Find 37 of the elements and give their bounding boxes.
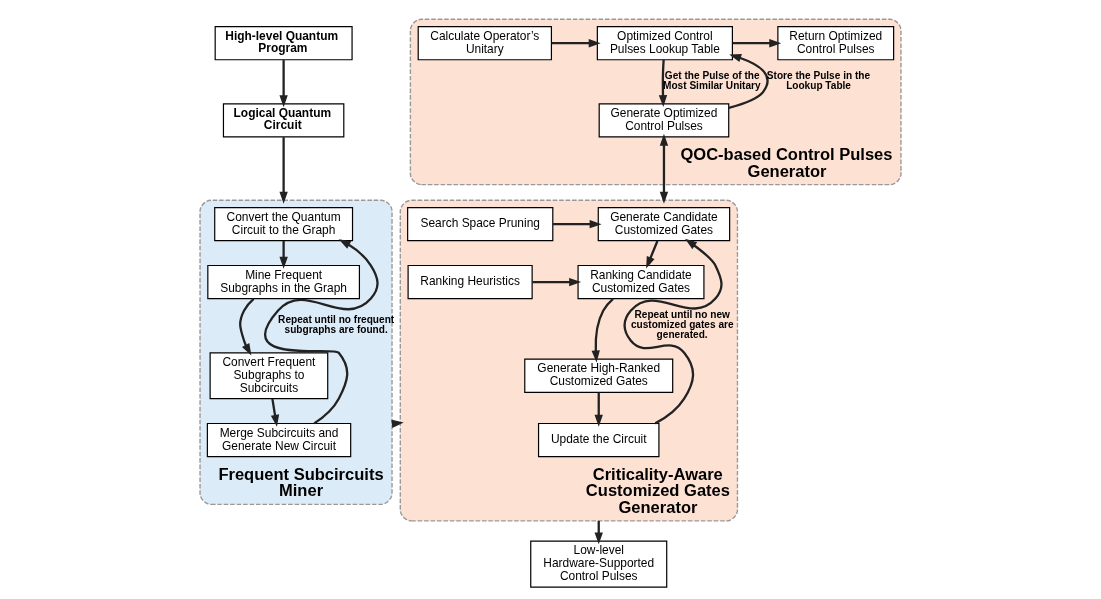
arrow — [594, 392, 603, 427]
arrow — [553, 219, 602, 229]
node-box: Ranking Candidate Customized Gates — [577, 264, 705, 300]
node-box: Return Optimized Control Pulses — [777, 26, 895, 61]
arrow — [279, 137, 288, 204]
node-box: Update the Circuit — [537, 422, 660, 458]
edge-label: Repeat until no new customized gates are generated. — [630, 308, 734, 340]
node-box: Low-level Hardware-Supported Control Pulses — [530, 540, 668, 588]
arrow — [279, 241, 288, 269]
arrow — [279, 60, 288, 108]
node-box: Generate Optimized Control Pulses — [598, 103, 730, 138]
node-box: Search Space Pruning — [407, 207, 554, 242]
arrow — [728, 54, 769, 109]
node-box: Generate Candidate Customized Gates — [597, 207, 731, 242]
node-box: Mine Frequent Subgraphs in the Graph — [207, 264, 360, 300]
node-box: High-level Quantum Program — [214, 26, 353, 61]
arrow — [532, 277, 582, 287]
arrow — [623, 238, 723, 425]
arrow — [270, 398, 280, 427]
node-box: Logical Quantum Circuit — [222, 103, 345, 138]
arrow — [646, 240, 659, 269]
node-box: Optimized Control Pulses Lookup Table — [596, 26, 733, 61]
arrow — [591, 298, 614, 363]
node-box: Convert the Quantum Circuit to the Graph — [214, 207, 354, 242]
node-box: Ranking Heuristics — [407, 264, 533, 300]
arrow — [732, 39, 782, 48]
node-box: Convert Frequent Subgraphs to Subcircuits — [209, 352, 329, 400]
node-box: Merge Subcircuits and Generate New Circuit — [206, 422, 352, 458]
edge-label: Repeat until no frequent subgraphs are found. — [278, 313, 395, 335]
node-box: Generate High-Ranked Customized Gates — [524, 358, 674, 393]
arrow — [658, 59, 668, 107]
edge-label: Store the Pulse in the Lookup Table — [766, 69, 871, 91]
arrow — [551, 39, 601, 48]
node-box: Calculate Operator’s Unitary — [417, 26, 552, 61]
arrow — [264, 239, 379, 425]
arrow — [239, 298, 255, 356]
arrow — [659, 133, 669, 204]
